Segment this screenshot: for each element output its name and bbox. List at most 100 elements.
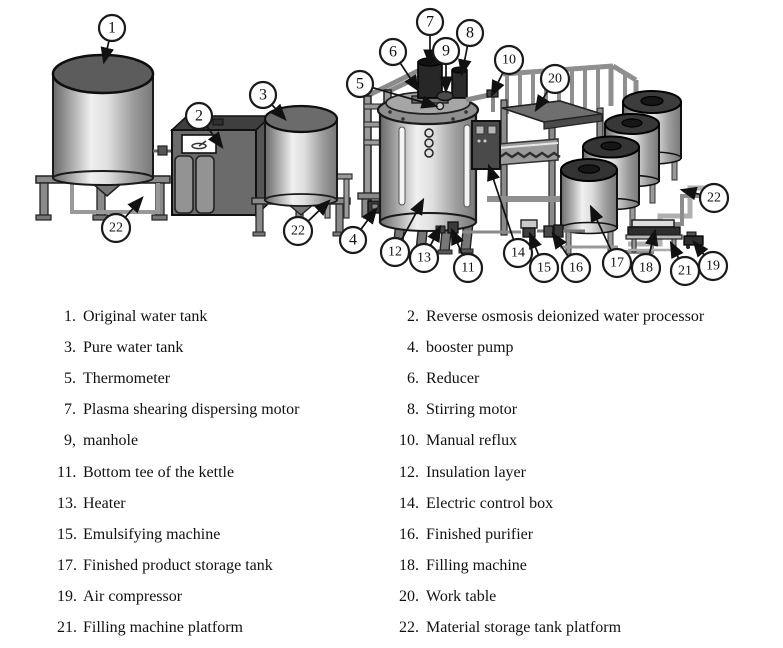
legend-item-5: 5.Thermometer: [57, 363, 299, 394]
legend-item-20: 20.Work table: [392, 582, 704, 613]
callout-12: 12: [379, 236, 411, 268]
pure-water-tank: [251, 104, 353, 237]
legend-number: 16.: [399, 525, 419, 543]
legend-item-13: 13.Heater: [57, 488, 299, 519]
electric-control-box: [471, 120, 501, 170]
svg-text:19: 19: [706, 259, 720, 274]
callout-leader-1: [100, 40, 114, 65]
legend-number: 13.: [57, 494, 77, 512]
svg-text:1: 1: [108, 20, 116, 37]
legend-item-1: 1.Original water tank: [57, 301, 299, 332]
legend-label: Filling machine platform: [83, 619, 243, 637]
callout-11: 11: [452, 252, 484, 284]
legend-label: Emulsifying machine: [83, 525, 221, 543]
feed-pipe: [153, 145, 174, 156]
svg-text:15: 15: [537, 261, 551, 276]
callout-22: 22: [100, 212, 132, 244]
legend-label: Stirring motor: [426, 401, 518, 419]
svg-text:22: 22: [291, 224, 305, 239]
legend-number: 20.: [399, 588, 419, 606]
callout-20: 20: [539, 63, 571, 95]
svg-text:3: 3: [259, 87, 267, 104]
legend-column-right: 2.Reverse osmosis deionized water proces…: [392, 301, 704, 644]
legend-label: Bottom tee of the kettle: [83, 463, 235, 481]
legend-column-left: 1.Original water tank 3. Pure water tank 5.…: [57, 301, 299, 644]
finished-purifier: [537, 224, 585, 238]
legend-item-18: 18.Filling machine: [392, 551, 704, 582]
callout-leader-18: [644, 228, 659, 255]
callout-22: 22: [282, 215, 314, 247]
callout-leader-11: [451, 227, 464, 256]
callout-leader-22: [679, 186, 701, 201]
svg-text:8: 8: [466, 25, 474, 42]
legend-number: 12.: [399, 463, 419, 481]
callout-leader-12: [400, 197, 425, 241]
legend-number: 7.: [64, 401, 76, 419]
legend-number: 3.: [64, 338, 76, 356]
svg-text:5: 5: [356, 76, 364, 93]
legend-number: 22.: [399, 619, 419, 637]
legend-item-22: 22. Material storage tank platform: [392, 613, 704, 644]
callout-leader-5: [372, 86, 439, 109]
svg-text:7: 7: [426, 14, 434, 31]
callout-leader-22: [124, 196, 144, 218]
legend-label: manhole: [83, 432, 139, 450]
callout-2: 2: [184, 101, 214, 131]
callout-leader-15: [529, 231, 542, 256]
legend-number: 6.: [407, 369, 419, 387]
callout-16: 16: [560, 252, 592, 284]
legend-item-2: 2.Reverse osmosis deionized water proces…: [392, 301, 704, 332]
svg-text:10: 10: [502, 53, 516, 68]
legend-item-15: 15. Emulsifying machine: [57, 519, 299, 550]
callout-leader-22: [307, 199, 331, 222]
legend-number: 15.: [57, 525, 77, 543]
svg-text:6: 6: [389, 44, 397, 61]
callout-5: 5: [345, 69, 375, 99]
callout-leader-3: [270, 103, 287, 121]
callout-6: 6: [378, 37, 408, 67]
legend-item-9: 9, manhole: [57, 426, 299, 457]
callout-leader-16: [551, 231, 569, 257]
legend-label: Finished product storage tank: [83, 557, 273, 575]
legend-label: Insulation layer: [426, 463, 526, 481]
legend-number: 11.: [57, 463, 77, 481]
legend-label: Pure water tank: [83, 338, 184, 356]
callout-leader-14: [487, 163, 515, 240]
legend-label: Reducer: [426, 369, 480, 387]
callout-leader-19: [692, 240, 709, 258]
callout-19: 19: [697, 250, 729, 282]
svg-text:13: 13: [417, 251, 431, 266]
ro-gauge-window: [181, 134, 217, 154]
svg-text:4: 4: [349, 232, 357, 249]
callout-18: 18: [630, 252, 662, 284]
callout-4: 4: [338, 225, 368, 255]
svg-text:9: 9: [442, 43, 450, 60]
svg-text:12: 12: [388, 245, 402, 260]
legend-item-7: 7.Plasma shearing dispersing motor: [57, 395, 299, 426]
callout-10: 10: [493, 44, 525, 76]
air-compressor: [683, 231, 704, 249]
svg-text:14: 14: [511, 246, 525, 261]
svg-text:20: 20: [548, 72, 562, 87]
legend-label: Material storage tank platform: [426, 619, 622, 637]
legend-number: 14.: [399, 494, 419, 512]
svg-text:17: 17: [610, 256, 624, 271]
callout-15: 15: [528, 252, 560, 284]
legend-item-8: 8. Stirring motor: [392, 395, 704, 426]
callout-leader-4: [360, 206, 378, 231]
legend-item-10: 10. Manual reflux: [392, 426, 704, 457]
legend-number: 8.: [407, 401, 419, 419]
callout-22: 22: [698, 182, 730, 214]
legend-label: Manual reflux: [426, 432, 518, 450]
legend-item-11: 11. Bottom tee of the kettle: [57, 457, 299, 488]
legend-number: 10.: [399, 432, 419, 450]
legend-item-12: 12. Insulation layer: [392, 457, 704, 488]
legend-number: 9,: [64, 432, 76, 450]
conveyor-belt: [497, 138, 561, 166]
legend-number: 1.: [64, 307, 76, 325]
callout-leader-2: [206, 125, 224, 150]
legend-number: 5.: [64, 369, 76, 387]
callout-21: 21: [669, 255, 701, 287]
